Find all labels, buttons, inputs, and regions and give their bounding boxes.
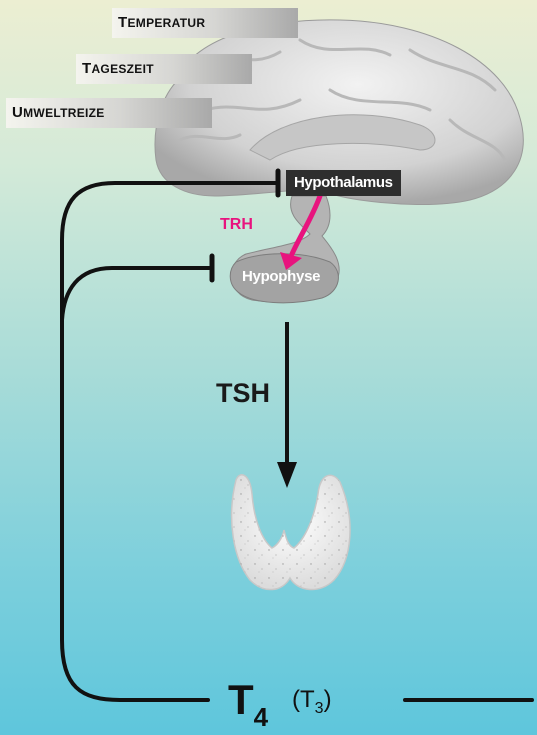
trh-label: TRH [220, 216, 253, 234]
tsh-arrow [277, 322, 297, 488]
t3-label: (T3) [292, 686, 332, 718]
tsh-label: TSH [216, 378, 270, 409]
factor-temperatur: TEMPERATUR [112, 8, 298, 38]
hypothalamus-label: Hypothalamus [286, 170, 401, 196]
factor-umweltreize: UMWELTREIZE [6, 98, 212, 128]
feedback-line-to-hypophyse [62, 268, 212, 320]
hypophyse-label: Hypophyse [242, 268, 320, 285]
factor-tageszeit: TAGESZEIT [76, 54, 252, 84]
thyroid-gland [232, 475, 350, 590]
t4-label: T4 [228, 676, 268, 733]
